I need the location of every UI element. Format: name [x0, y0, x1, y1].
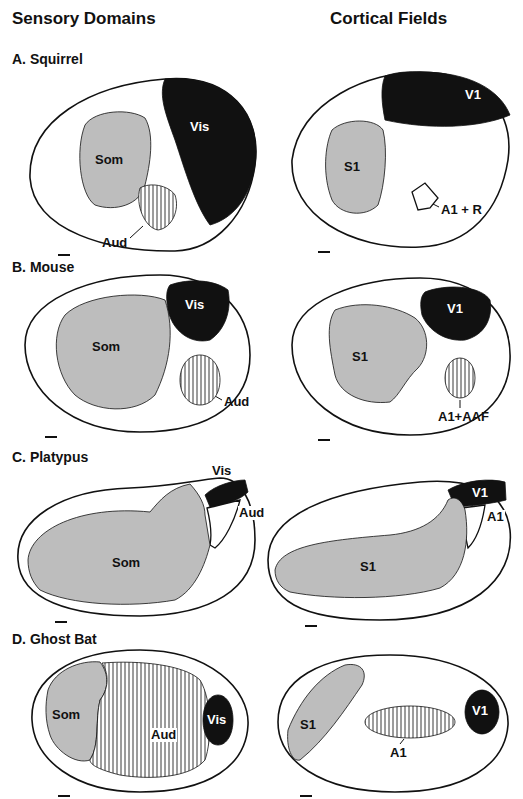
scale-bar — [58, 254, 70, 256]
region-label: Som — [92, 340, 120, 354]
region-label: Vis — [212, 464, 231, 478]
region-label: A1 — [390, 746, 407, 760]
region-shape — [26, 482, 212, 610]
region-label: Aud — [102, 236, 127, 250]
column-heading: Cortical Fields — [330, 10, 447, 29]
region-label: V1 — [447, 302, 463, 316]
region-label: Som — [112, 556, 140, 570]
s1-field: S1 — [273, 493, 473, 603]
leader-line — [460, 400, 461, 408]
v1-field: V1 — [418, 282, 496, 344]
column-heading: Sensory Domains — [12, 10, 156, 29]
region-label: Vis — [185, 298, 204, 312]
region-label: Som — [95, 153, 123, 167]
panel-title: A. Squirrel — [12, 52, 83, 67]
region-label: Vis — [190, 120, 209, 134]
brain-outline — [32, 650, 248, 792]
s1-field: S1 — [325, 300, 433, 408]
auditory-domain: Aud — [135, 182, 181, 232]
region-label: S1 — [300, 718, 316, 732]
auditory-domain: Aud — [178, 353, 222, 407]
region-label: A1 + R — [441, 203, 482, 217]
a1-field: A1+AAF — [443, 356, 477, 400]
region-shape — [325, 300, 433, 408]
brain-outline — [30, 79, 256, 251]
leader-line — [215, 396, 222, 400]
region-shape — [284, 660, 370, 766]
region-label: Aud — [238, 506, 265, 520]
region-shape — [443, 356, 477, 400]
v1-field: V1 — [380, 70, 512, 132]
region-label: A1 — [486, 510, 505, 524]
region-shape — [88, 658, 214, 782]
region-label: V1 — [472, 486, 488, 500]
scale-bar — [58, 795, 70, 797]
region-shape — [178, 353, 222, 407]
auditory-domain: Aud — [88, 658, 214, 782]
region-label: Aud — [224, 395, 249, 409]
a1-field: A1 — [363, 704, 457, 740]
brain-outline — [278, 655, 508, 792]
region-label: Aud — [150, 728, 177, 742]
somatosensory-domain: Som — [26, 482, 212, 610]
brain-outline — [25, 275, 250, 432]
region-shape — [380, 70, 512, 132]
region-label: V1 — [465, 88, 481, 102]
scale-bar — [55, 621, 67, 623]
scale-bar — [318, 251, 330, 253]
panel-title: B. Mouse — [12, 260, 74, 275]
visual-domain: Vis — [164, 276, 234, 346]
leader-line — [130, 226, 143, 238]
region-shape — [363, 704, 457, 740]
v1-field: V1 — [463, 688, 501, 736]
scale-bar — [300, 795, 312, 797]
region-shape — [135, 182, 181, 232]
visual-domain: Vis — [201, 693, 235, 747]
leader-line — [400, 739, 404, 744]
region-label: S1 — [344, 160, 360, 174]
scale-bar — [318, 439, 330, 441]
brain-outline — [292, 278, 510, 435]
somatosensory-domain: Som — [50, 290, 178, 417]
region-label: A1+AAF — [438, 410, 489, 424]
region-label: S1 — [360, 560, 376, 574]
scale-bar — [305, 625, 317, 627]
s1-field: S1 — [322, 118, 390, 218]
s1-field: S1 — [284, 660, 370, 766]
region-label: S1 — [352, 350, 368, 364]
panel-title: D. Ghost Bat — [12, 632, 97, 647]
scale-bar — [45, 436, 57, 438]
region-label: V1 — [472, 704, 488, 718]
panel-title: C. Platypus — [12, 450, 88, 465]
region-label: Vis — [207, 713, 226, 727]
region-shape — [205, 498, 242, 550]
brain-outline — [18, 478, 255, 616]
region-shape — [273, 493, 473, 603]
region-label: Som — [52, 708, 80, 722]
region-shape — [410, 181, 440, 212]
a1-field: A1 + R — [410, 181, 440, 212]
auditory-domain: Aud — [205, 498, 242, 550]
